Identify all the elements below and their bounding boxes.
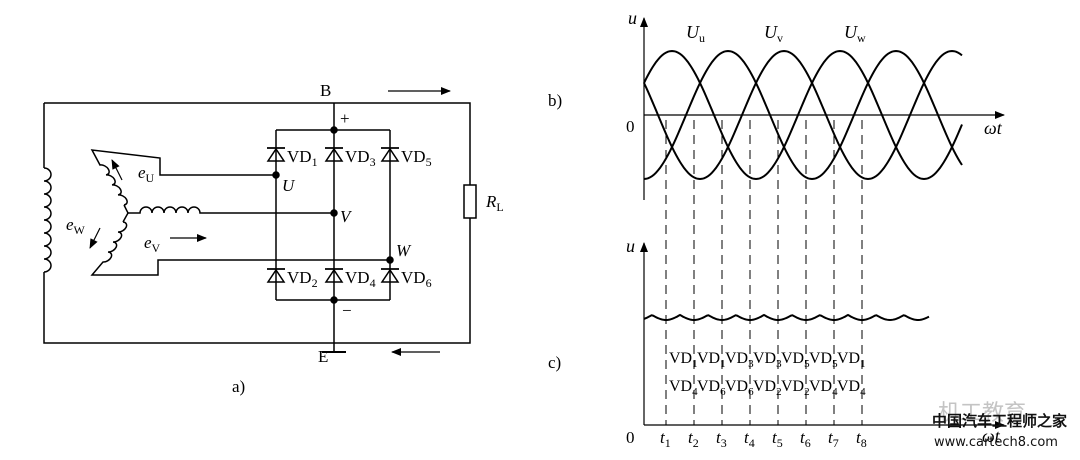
conduction-top-diode: VD5 [781,350,810,370]
rectified-ripple [643,313,930,322]
winding-u [90,149,276,214]
time-label-t8: t8 [856,428,867,450]
conduction-top-diode: VD1 [837,350,866,370]
diode-vd3: VD3 [324,147,376,169]
conduction-bottom-diode: VD6 [725,378,754,398]
time-labels: t1 t2 t3 t4 t5 t6 t7 t8 [660,428,867,450]
diode-vd4: VD4 [324,268,376,290]
diode-vd1: VD1 [266,147,318,169]
phase-u-label: U [282,176,296,195]
minus-label: − [342,301,352,320]
curve-uu [643,49,963,181]
diode-label: VD6 [401,268,432,290]
conduction-top-diode: VD3 [753,350,782,370]
curve-uv [643,49,963,181]
diode-vd6: VD6 [380,268,432,290]
graph-b-origin: 0 [626,117,635,136]
curve-uu-label: Uu [686,22,705,45]
time-label-t6: t6 [800,428,811,450]
time-label-t7: t7 [828,428,839,450]
watermark-url: www.cartech8.com [934,435,1058,450]
emf-w-arrow [89,227,101,249]
diode-label: VD4 [345,268,376,290]
winding-v [128,206,334,214]
graph-c-origin: 0 [626,428,635,447]
time-label-t5: t5 [772,428,783,450]
load-resistor [463,184,477,219]
caption-c: c) [548,353,561,372]
conduction-top-diode: VD5 [809,350,838,370]
time-label-t3: t3 [716,428,727,450]
conduction-bottom-diode: VD4 [669,378,698,398]
conduction-bottom-diode: VD2 [781,378,810,398]
diode-label: VD5 [401,147,432,169]
node-e-label: E [318,347,328,366]
graph-b-x-label: ωt [984,118,1003,138]
outer-loop-wire [43,102,471,344]
conduction-bottom-diode: VD4 [809,378,838,398]
phase-w-label: W [396,241,412,260]
diode-vd2: VD2 [266,268,318,290]
emf-w-label: eW [66,215,86,237]
node-b-label: B [320,81,331,100]
emf-u-label: eU [138,163,155,185]
emf-v-label: eV [144,233,161,255]
diode-label: VD3 [345,147,376,169]
emf-u-arrow [111,159,123,181]
load-label: RL [485,192,504,214]
graph-b: u ωt 0 b) Uu Uv Uw [548,8,1005,200]
phase-v-label: V [340,207,353,226]
graph-c-y-label: u [626,236,635,256]
diode-vd5: VD5 [380,147,432,169]
winding-w [90,212,390,276]
conduction-top-diode: VD3 [725,350,754,370]
watermark: 机工教育 中国汽车工程师之家 www.cartech8.com [932,401,1067,450]
conduction-bottom-diode: VD2 [753,378,782,398]
circuit-diagram [43,102,477,353]
conduction-bottom-diode: VD6 [697,378,726,398]
curve-uw-label: Uw [844,22,866,45]
time-label-t1: t1 [660,428,671,450]
watermark-brand: 机工教育 [938,401,1026,426]
curve-uv-label: Uv [764,22,783,45]
field-coil [43,167,52,273]
caption-a: a) [232,377,245,396]
diode-label: VD2 [287,268,318,290]
graph-c-x-label: ωt [982,426,1001,446]
curve-uw [643,49,963,181]
diode-label: VD1 [287,147,318,169]
conduction-bottom-diode: VD4 [837,378,866,398]
watermark-site-name: 中国汽车工程师之家 [932,412,1067,430]
conduction-labels: VD1VD4VD1VD6VD3VD6VD3VD2VD5VD2VD5VD4VD1V… [669,350,866,398]
time-label-t4: t4 [744,428,755,450]
time-label-t2: t2 [688,428,699,450]
conduction-top-diode: VD1 [669,350,698,370]
graph-b-y-label: u [628,8,637,28]
caption-b: b) [548,91,562,110]
plus-label: + [340,109,350,128]
conduction-top-diode: VD1 [697,350,726,370]
time-marker-lines [665,120,863,425]
